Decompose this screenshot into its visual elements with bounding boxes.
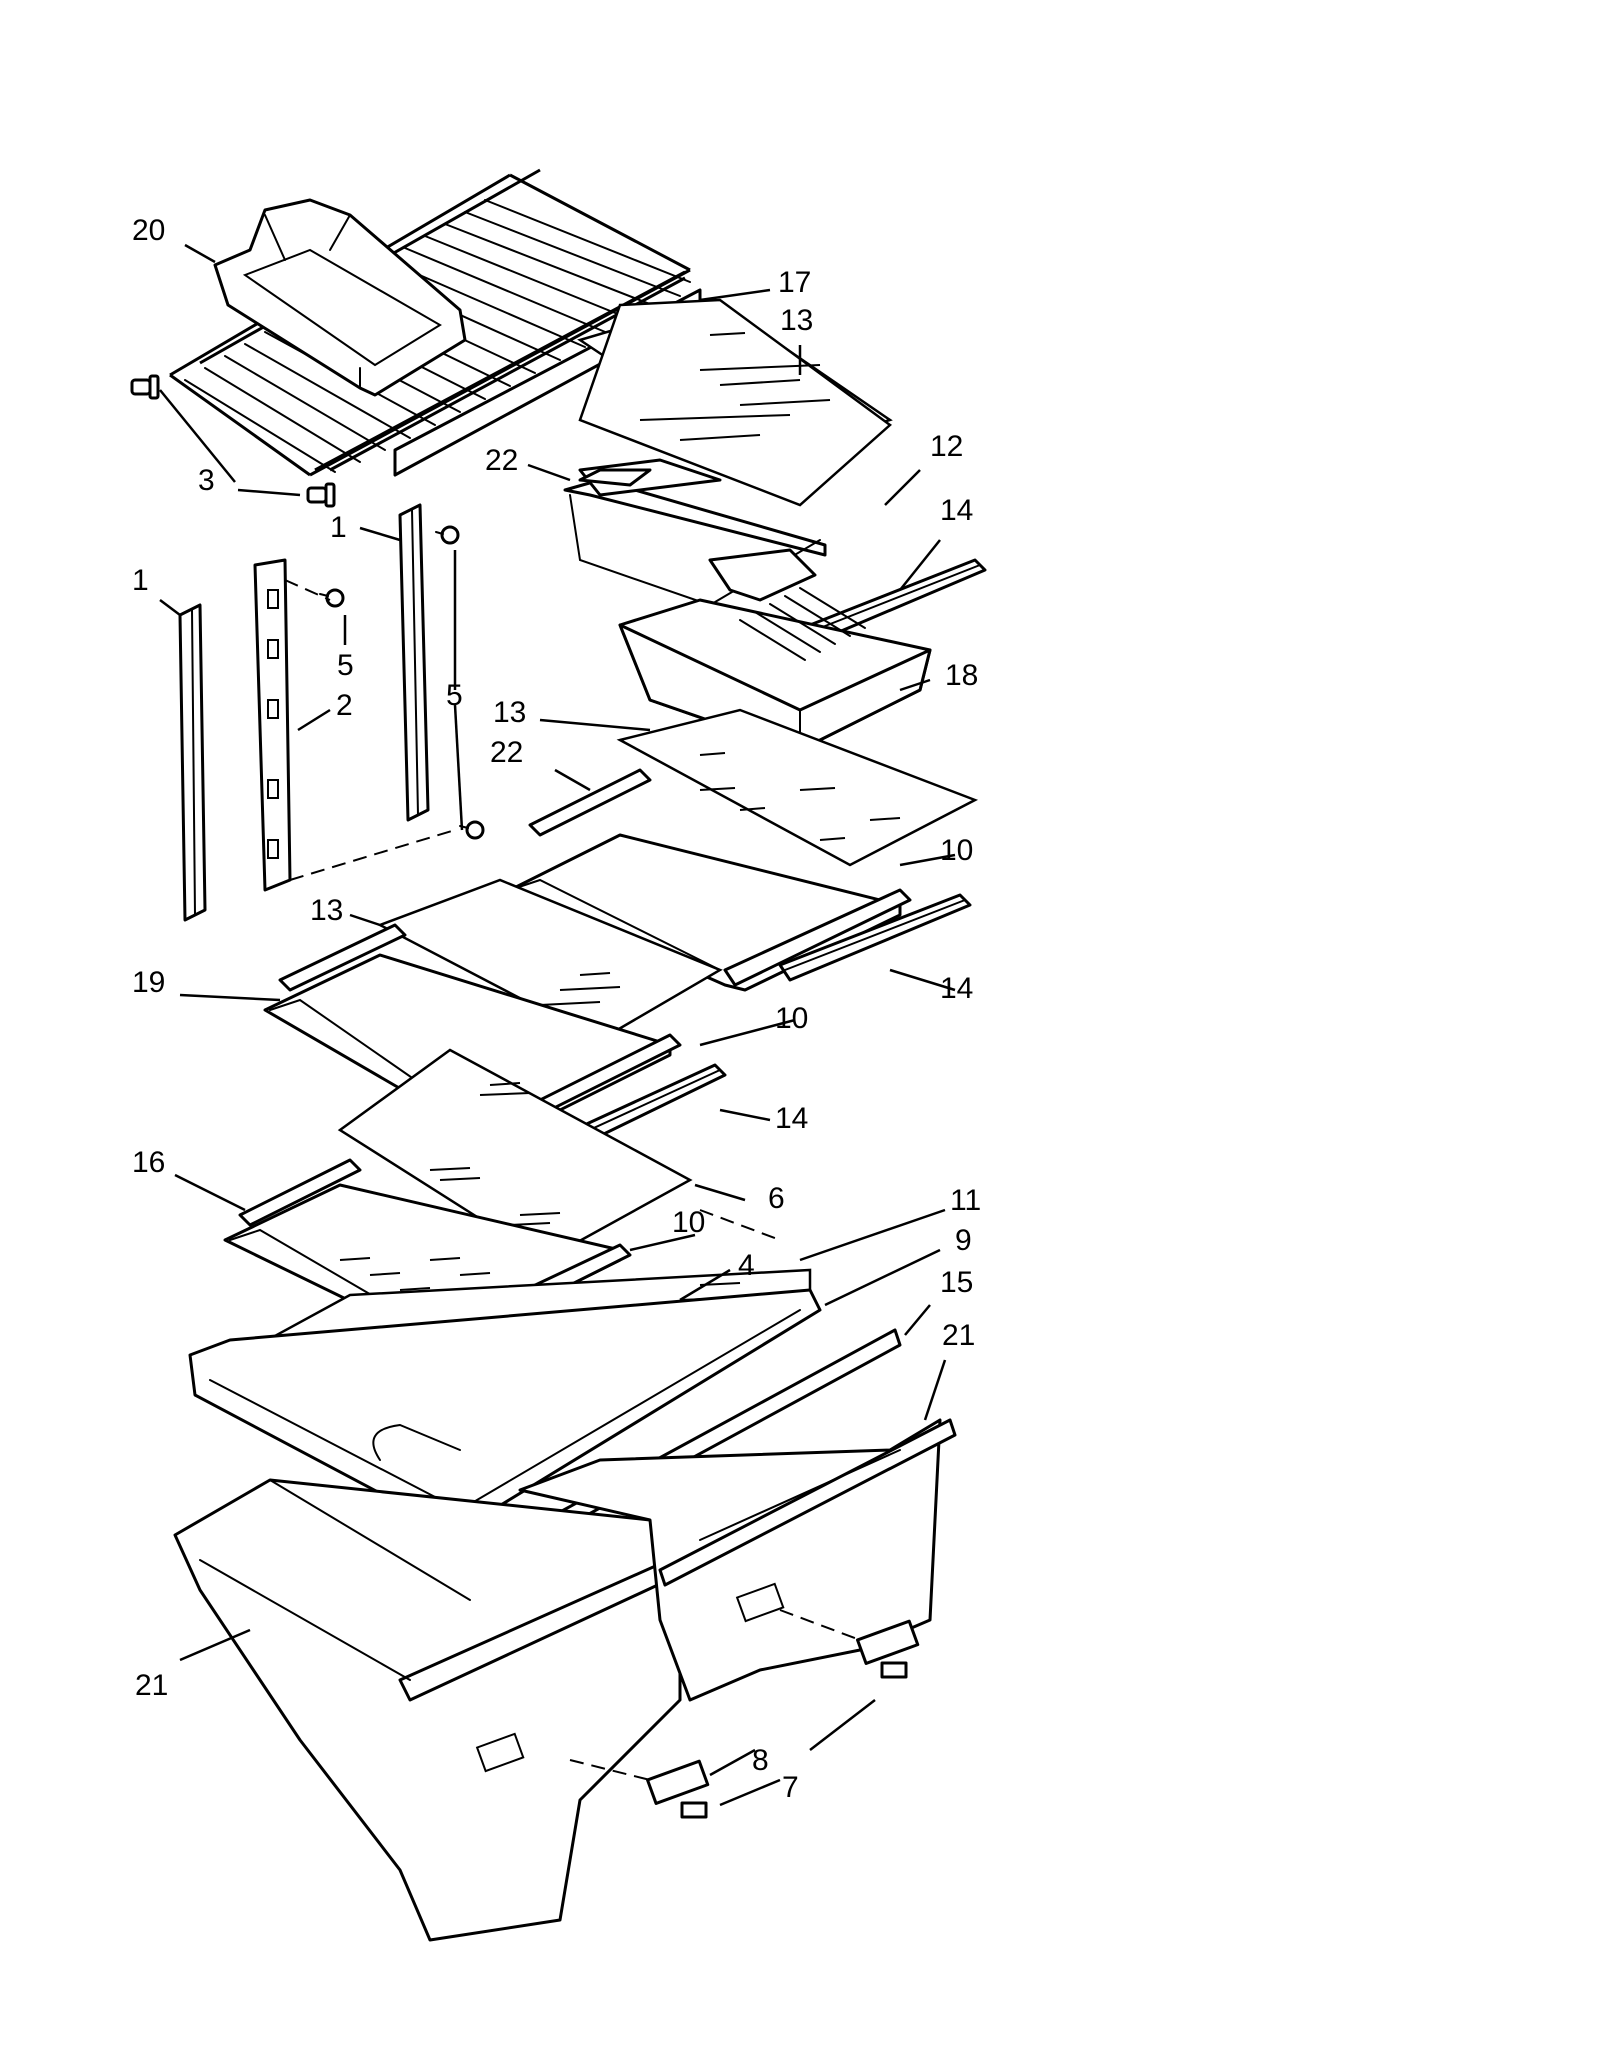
callout-8: 8 — [752, 1744, 769, 1777]
callout-22: 22 — [490, 736, 523, 769]
callout-4: 4 — [738, 1249, 755, 1282]
callout-12: 12 — [930, 430, 963, 463]
callout-13: 13 — [310, 894, 343, 927]
callout-18: 18 — [945, 659, 978, 692]
callout-11: 11 — [950, 1184, 981, 1217]
callout-6: 6 — [768, 1182, 785, 1215]
hidden-line — [284, 579, 861, 1781]
callout-2: 2 — [336, 689, 353, 722]
shelf-frame — [508, 768, 912, 992]
shelf-rail — [778, 893, 972, 982]
callout-1: 1 — [132, 564, 149, 597]
callout-14: 14 — [940, 494, 973, 527]
callout-14: 14 — [940, 972, 973, 1005]
callout-10: 10 — [672, 1206, 705, 1239]
callout-1: 1 — [330, 511, 347, 544]
control-slider — [680, 1661, 908, 1819]
callout-10: 10 — [775, 1002, 808, 1035]
screw — [435, 525, 460, 545]
shelf-support-rail — [178, 603, 207, 922]
callout-14: 14 — [775, 1102, 808, 1135]
callout-5: 5 — [337, 649, 354, 682]
callout-15: 15 — [940, 1266, 973, 1299]
callout-21: 21 — [135, 1669, 168, 1702]
crisper-drawer — [173, 1478, 692, 1942]
callout-16: 16 — [132, 1146, 165, 1179]
callout-13: 13 — [493, 696, 526, 729]
shelf-support-rail — [253, 558, 292, 892]
crisper-drawer — [618, 548, 932, 761]
crisper-drawer — [518, 1418, 957, 1702]
glass-panel — [577, 298, 893, 507]
shelf-stud — [130, 374, 160, 400]
callout-17: 17 — [778, 266, 811, 299]
glass-panel — [616, 708, 979, 867]
callout-10: 10 — [940, 834, 973, 867]
shelf-frame — [563, 458, 827, 607]
storage-bin — [213, 198, 467, 397]
callout-7: 7 — [782, 1771, 799, 1804]
callout-5: 5 — [446, 679, 463, 712]
screw — [459, 820, 485, 840]
callout-labels: 20 17 13 3 22 12 14 1 1 5 2 5 18 13 22 1… — [132, 214, 981, 1804]
humidity-control — [646, 1619, 920, 1805]
callout-19: 19 — [132, 966, 165, 999]
callout-20: 20 — [132, 214, 165, 247]
shelf-stud — [306, 482, 336, 508]
screw — [319, 588, 345, 608]
callout-21: 21 — [942, 1319, 975, 1352]
callout-9: 9 — [955, 1224, 972, 1257]
shelf-support-rail — [398, 503, 430, 822]
callout-13: 13 — [780, 304, 813, 337]
leader-lines — [159, 243, 956, 1807]
callout-22: 22 — [485, 444, 518, 477]
callout-3: 3 — [198, 464, 215, 497]
